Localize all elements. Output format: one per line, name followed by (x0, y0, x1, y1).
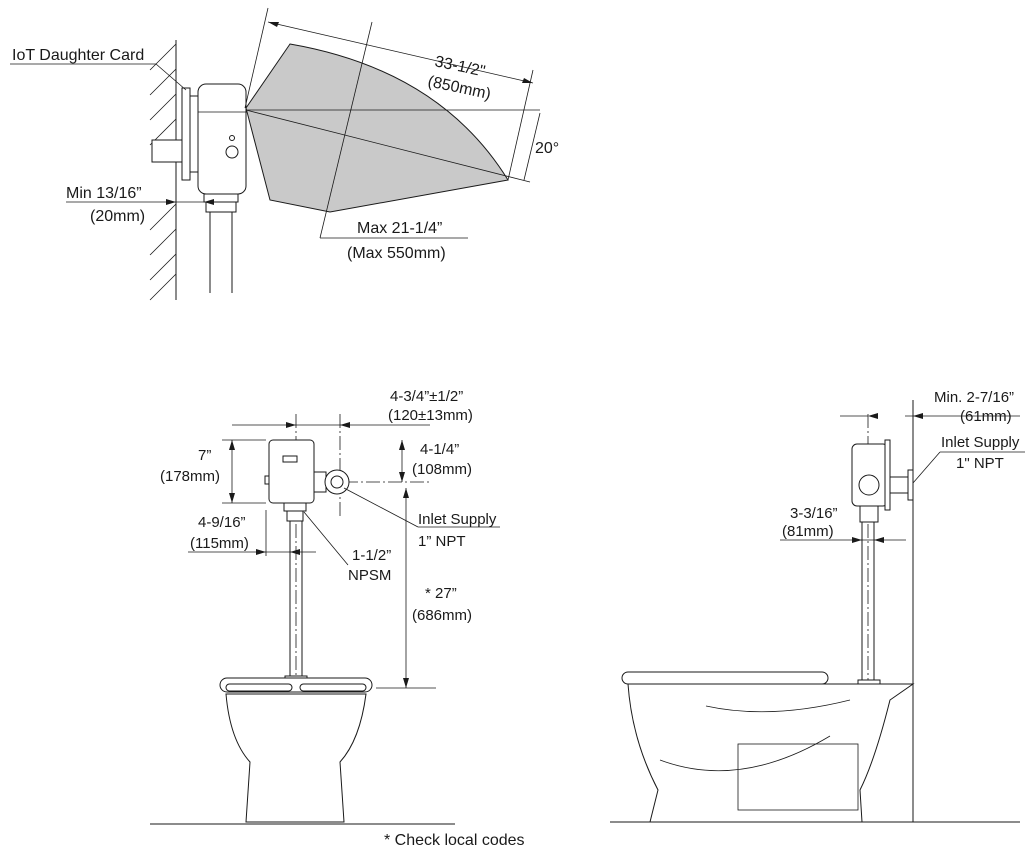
inlet-npt-label: 1” NPT (418, 533, 466, 550)
spud-nut (283, 502, 307, 512)
inlet-height-metric-label: (108mm) (412, 461, 472, 478)
sensor-window (282, 455, 298, 463)
iot-daughter-card (181, 87, 191, 181)
spud-imperial-label: 4-9/16” (198, 514, 246, 531)
local-codes-note: * Check local codes (384, 832, 525, 849)
spud-metric-label: (115mm) (190, 535, 249, 552)
rough-in-imperial-label: * 27” (425, 585, 457, 602)
indicator-dot (229, 135, 235, 141)
height-metric-label: (178mm) (160, 468, 220, 485)
min-gap-metric-label: (20mm) (90, 208, 145, 225)
side-inlet-label: Inlet Supply (941, 434, 1020, 451)
tube-offset-metric-label: (81mm) (782, 523, 834, 540)
toilet-side (610, 671, 1020, 823)
npsm-label: NPSM (348, 567, 391, 584)
toilet-front (150, 677, 455, 825)
iot-card-label: IoT Daughter Card (12, 47, 144, 64)
rough-in-metric-label: (686mm) (412, 607, 472, 624)
inlet-supply-label: Inlet Supply (418, 511, 497, 528)
side-min-metric-label: (61mm) (960, 408, 1012, 425)
npsm-size-label: 1-1/2” (352, 547, 391, 564)
side-seat (621, 671, 829, 685)
side-control-stop (858, 474, 880, 496)
flushometer-front (268, 439, 315, 504)
bowl (225, 693, 367, 823)
control-stop-body (313, 471, 327, 493)
height-imperial-label: 7” (198, 447, 211, 464)
inlet-height-imperial-label: 4-1/4” (420, 441, 459, 458)
beam-angle-line (245, 109, 531, 183)
zone-cross-line (319, 21, 373, 239)
side-inlet-npt-label: 1" NPT (956, 455, 1004, 472)
tube-offset-imperial-label: 3-3/16” (790, 505, 838, 522)
top-view: 33-1/2" (850mm) 20° Max 21-1/4” (Max 550… (10, 7, 559, 301)
outlet-coupling (205, 201, 237, 213)
side-plate (884, 439, 891, 511)
side-view: Min. 2-7/16” (61mm) Inlet Supply 1" NPT … (610, 389, 1025, 823)
max-imperial-label: Max 21-1/4” (357, 220, 442, 237)
angle-label: 20° (535, 140, 559, 157)
max-metric-label: (Max 550mm) (347, 245, 446, 262)
range-dimension-line (267, 21, 534, 84)
min-gap-imperial-label: Min 13/16” (66, 185, 142, 202)
flushometer-body (197, 83, 247, 195)
wall-hatch (149, 40, 177, 301)
side-min-imperial-label: Min. 2-7/16” (934, 389, 1014, 406)
offset-metric-label: (120±13mm) (388, 407, 473, 424)
supply-stub (151, 139, 185, 163)
offset-imperial-label: 4-3/4”±1/2” (390, 388, 463, 405)
front-view: 4-3/4”±1/2” (120±13mm) 7” (178mm) 4-1/4”… (150, 388, 525, 849)
wall-flange (907, 469, 914, 501)
side-bowl (627, 683, 915, 823)
override-button (225, 145, 239, 159)
